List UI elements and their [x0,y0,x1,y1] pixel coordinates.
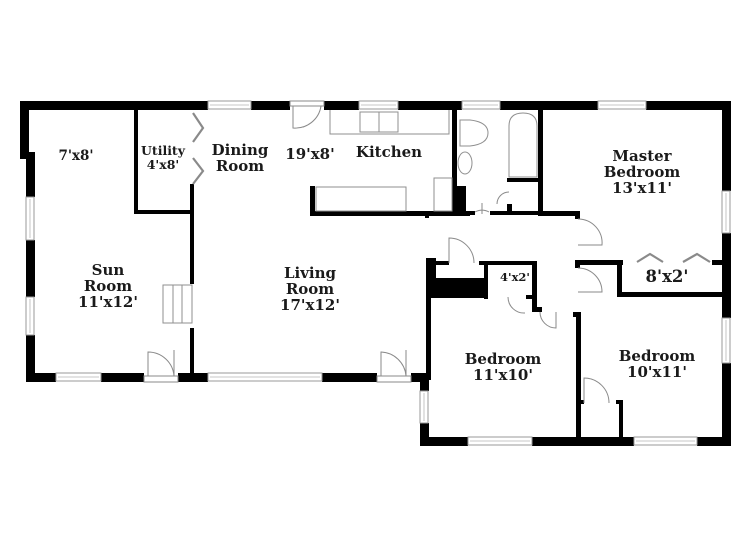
room-name: Sun [91,261,125,279]
room-label-dining-room: Dining Room [211,141,269,176]
room-size: 4'x2' [500,270,530,284]
interior-walls [134,110,727,446]
room-label-small-room: 7'x8' [58,149,93,164]
fixtures [162,110,538,324]
room-size: 7'x8' [58,148,94,164]
room-label-closet-hall: 4'x2' [500,270,530,284]
room-size: 17'x12' [280,296,340,315]
room-name: Master [612,147,672,165]
room-label-kitchen: Kitchen [356,144,422,160]
room-label-closet-master: 8'x2' [646,268,689,286]
room-size: 8'x2' [645,267,689,286]
room-label-living-room: Living Room 17'x12' [280,265,340,314]
room-label-sun-room: Sun Room 11'x12' [78,262,138,311]
room-label-bedroom-3: Bedroom 10'x11' [618,347,696,382]
room-name: Kitchen [355,143,423,161]
exterior-walls [20,101,731,446]
room-size: 13'x11' [612,179,672,198]
room-label-utility: Utility 4'x8' [141,144,185,171]
room-name: Room [215,157,265,176]
room-name: Bedroom [603,163,681,182]
room-size: 11'x10' [473,366,533,385]
room-size: 4'x8' [146,156,180,172]
room-name: Living [283,264,337,282]
room-size: 11'x12' [78,293,138,312]
room-size: 19'x8' [285,145,335,163]
room-label-master-bedroom: Master Bedroom 13'x11' [604,148,681,197]
room-label-dining-kitchen-size: 19'x8' [285,146,334,162]
room-name: Bedroom [618,347,696,365]
room-name: Room [285,280,335,299]
doors [143,100,610,404]
room-size: 10'x11' [627,363,687,382]
room-label-bedroom-2: Bedroom 11'x10' [464,350,542,385]
room-name: Utility [141,143,185,158]
room-name: Room [83,277,133,296]
bifold-doors [192,112,711,263]
room-name: Dining [211,141,269,159]
windows [25,100,731,446]
room-name: Bedroom [464,350,542,368]
